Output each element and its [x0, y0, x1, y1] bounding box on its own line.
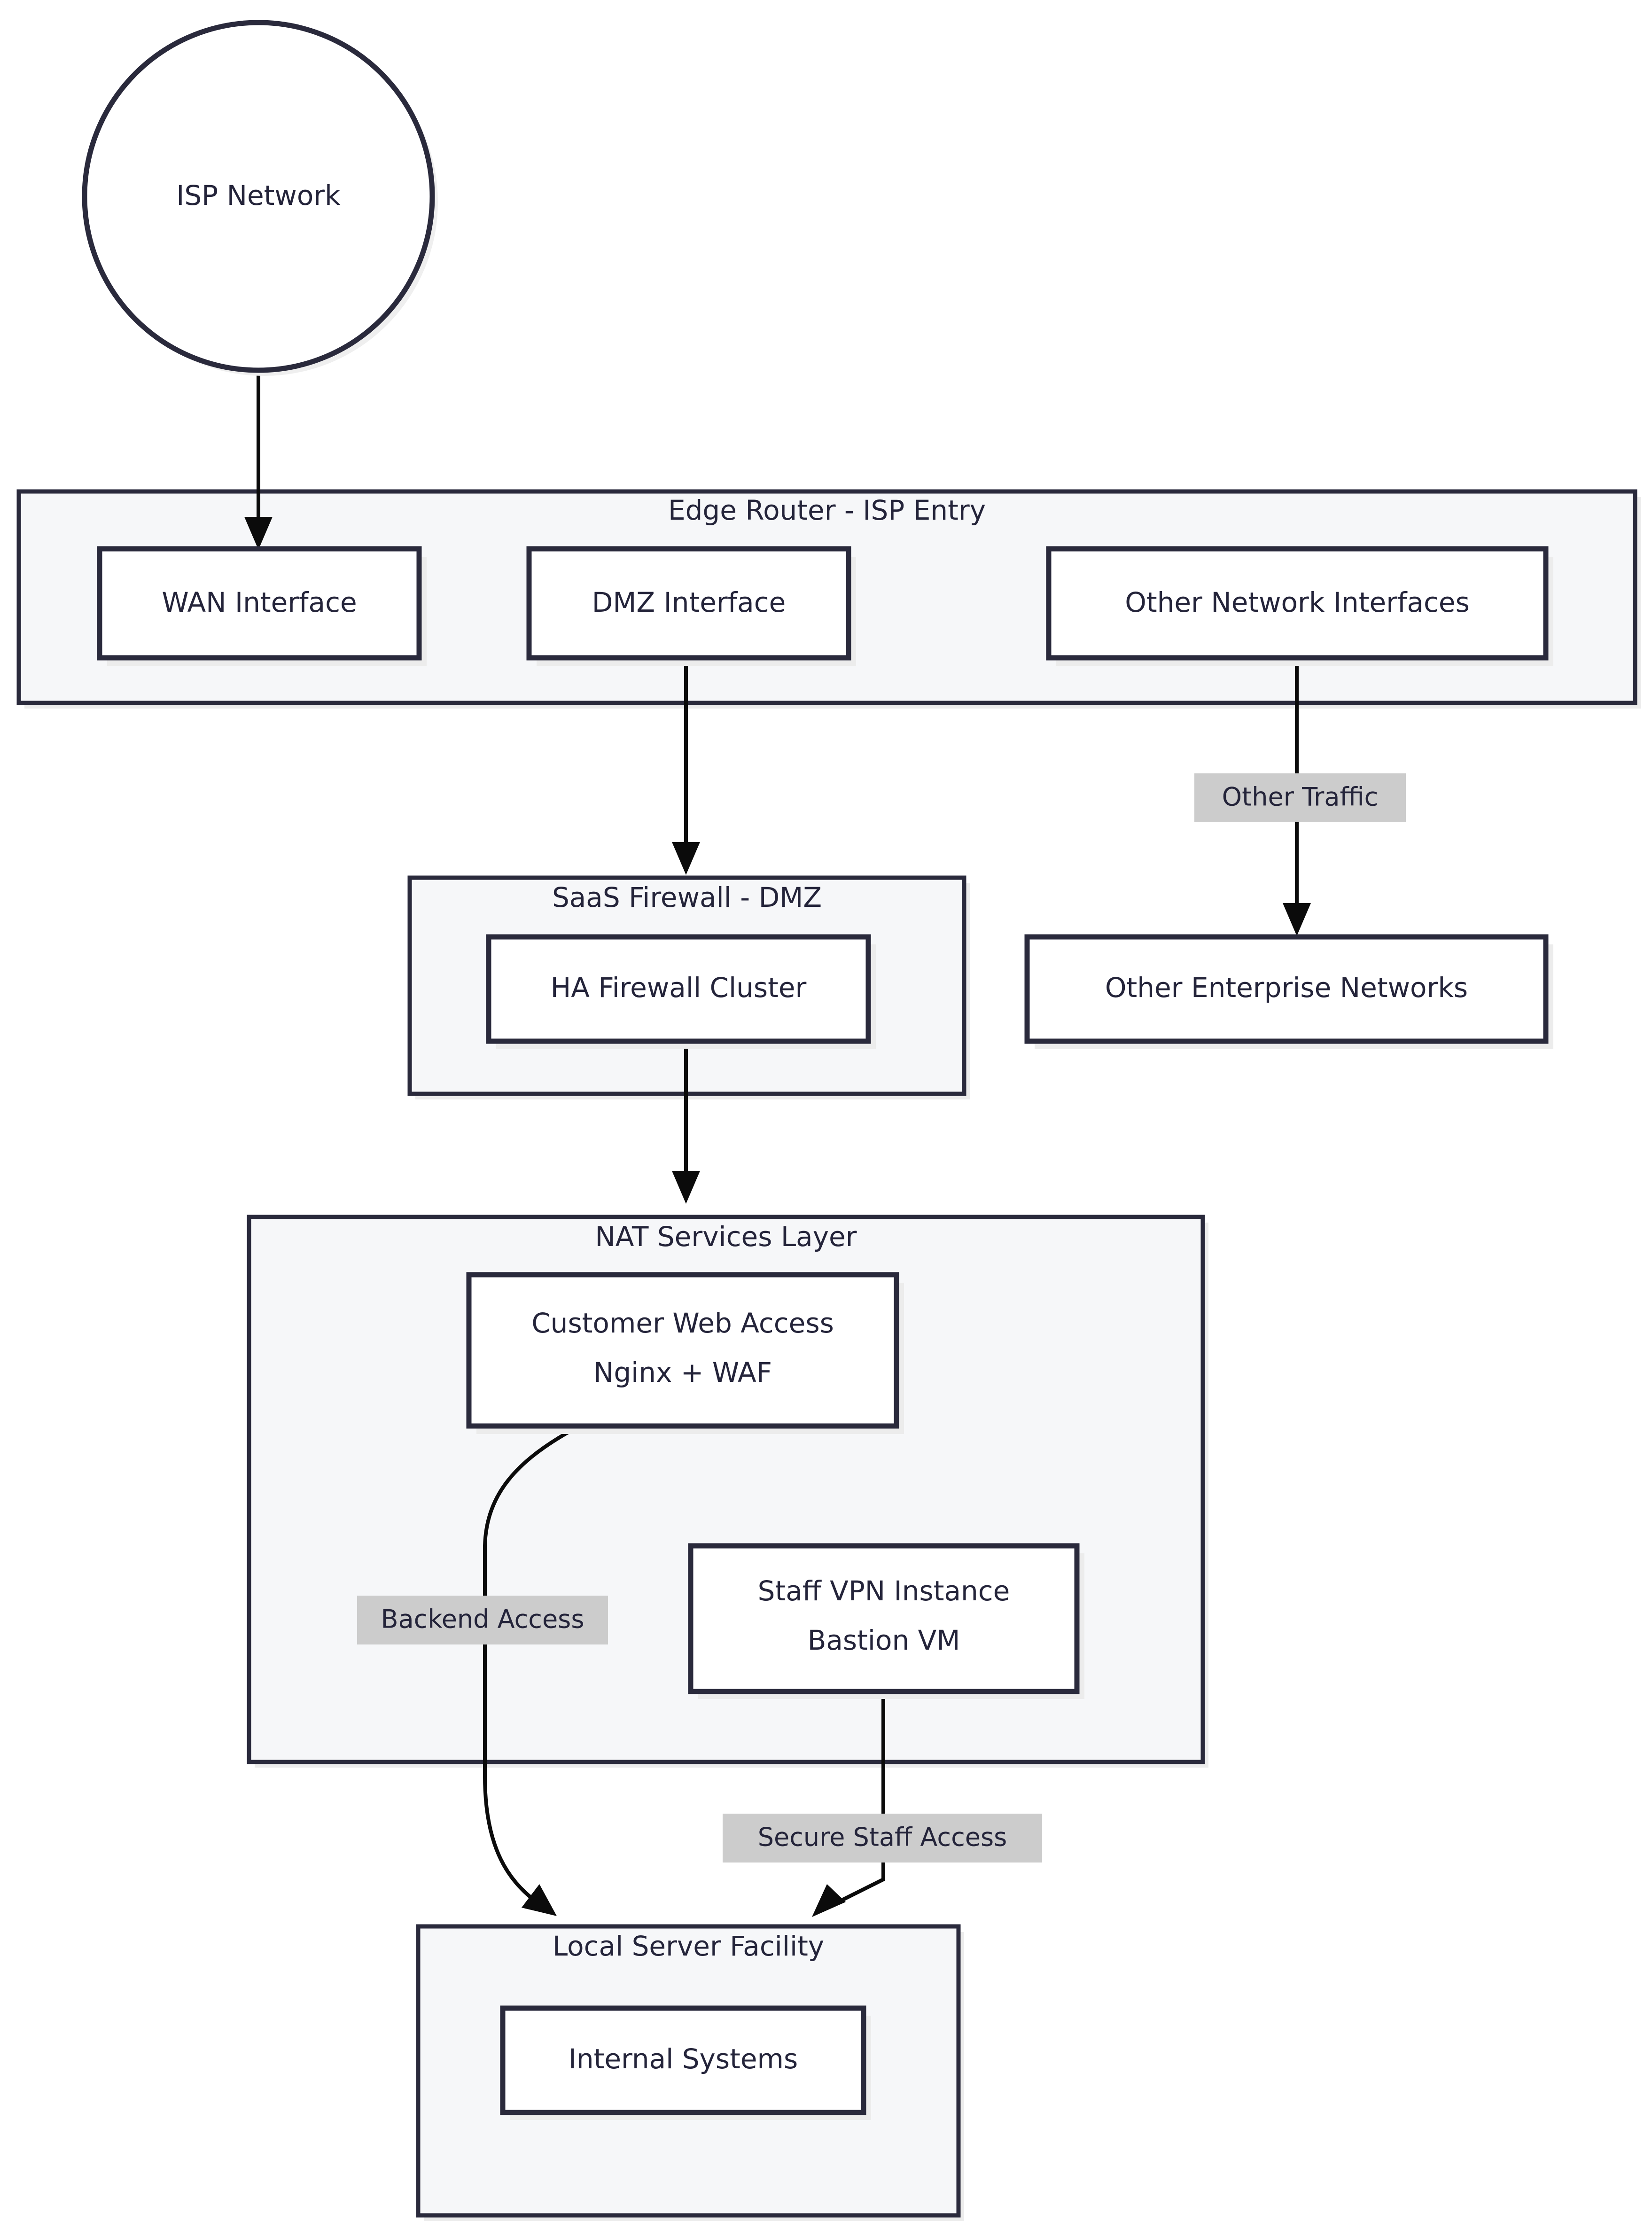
edge-secure-staff-access — [812, 1691, 885, 1917]
edge-label-backend-access: Backend Access — [357, 1596, 608, 1644]
other-traffic-label: Other Traffic — [1222, 782, 1379, 812]
ha-firewall-label: HA Firewall Cluster — [551, 972, 807, 1004]
edge-isp-to-wan — [244, 365, 273, 550]
secure-staff-access-label: Secure Staff Access — [758, 1823, 1007, 1852]
isp-network-label: ISP Network — [176, 179, 341, 211]
customer-web-access-label-line2: Nginx + WAF — [593, 1356, 772, 1388]
wan-interface-box — [97, 546, 422, 661]
ha-firewall-box — [486, 934, 871, 1044]
backend-access-label-bg — [357, 1596, 608, 1644]
node-isp-network[interactable]: ISP Network — [82, 20, 438, 376]
edge-dmz-to-firewall-arrowhead — [672, 842, 700, 875]
internal-systems-label: Internal Systems — [569, 2043, 798, 2075]
staff-vpn-box — [688, 1543, 1080, 1694]
edge-secure-staff-access-arrowhead — [812, 1884, 846, 1917]
edge-firewall-to-nat-arrowhead — [672, 1171, 700, 1204]
edge-router-title: Edge Router - ISP Entry — [668, 494, 986, 526]
other-network-interfaces-box — [1046, 546, 1549, 661]
secure-staff-access-label-bg — [723, 1814, 1042, 1863]
node-other-enterprise-networks[interactable]: Other Enterprise Networks — [1024, 934, 1553, 1049]
node-wan-interface[interactable]: WAN Interface — [97, 546, 427, 666]
internal-systems-box — [500, 2005, 866, 2115]
other-traffic-label-bg — [1194, 773, 1406, 822]
edge-secure-staff-access-line — [826, 1691, 885, 1909]
dmz-interface-label: DMZ Interface — [592, 586, 786, 618]
nat-services-title: NAT Services Layer — [595, 1221, 857, 1253]
node-dmz-interface[interactable]: DMZ Interface — [526, 546, 856, 666]
edge-label-secure-staff-access: Secure Staff Access — [723, 1814, 1042, 1863]
node-customer-web-access[interactable]: Customer Web Access Nginx + WAF — [466, 1272, 904, 1434]
edge-dmz-to-firewall — [672, 658, 700, 875]
node-ha-firewall-cluster[interactable]: HA Firewall Cluster — [486, 934, 876, 1049]
edge-label-other-traffic: Other Traffic — [1194, 773, 1406, 822]
customer-web-access-box — [466, 1272, 899, 1429]
edge-backend-access — [483, 1429, 572, 1916]
wan-interface-label: WAN Interface — [162, 586, 357, 618]
node-other-network-interfaces[interactable]: Other Network Interfaces — [1046, 546, 1553, 666]
local-server-title: Local Server Facility — [553, 1930, 824, 1962]
edge-other-traffic-arrowhead — [1283, 903, 1311, 936]
edge-isp-to-wan-arrowhead — [244, 517, 273, 550]
edge-backend-access-line — [483, 1429, 572, 1909]
customer-web-access-label-line1: Customer Web Access — [531, 1307, 834, 1339]
staff-vpn-label-line2: Bastion VM — [808, 1624, 960, 1656]
backend-access-label: Backend Access — [381, 1605, 584, 1634]
other-network-interfaces-label: Other Network Interfaces — [1125, 586, 1470, 618]
other-enterprise-label: Other Enterprise Networks — [1105, 972, 1468, 1004]
edge-backend-access-arrowhead — [522, 1884, 557, 1916]
saas-firewall-title: SaaS Firewall - DMZ — [552, 881, 822, 913]
edge-firewall-to-nat — [672, 1043, 700, 1204]
node-internal-systems[interactable]: Internal Systems — [500, 2005, 871, 2120]
staff-vpn-label-line1: Staff VPN Instance — [758, 1575, 1010, 1607]
isp-network-circle — [82, 20, 435, 373]
other-enterprise-box — [1024, 934, 1549, 1044]
dmz-interface-box — [526, 546, 851, 661]
node-staff-vpn-instance[interactable]: Staff VPN Instance Bastion VM — [688, 1543, 1084, 1699]
